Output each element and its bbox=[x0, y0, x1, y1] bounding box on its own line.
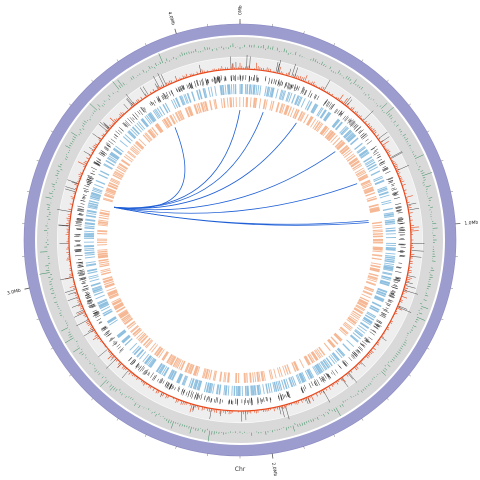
minor-tick bbox=[361, 59, 364, 62]
tick-marks bbox=[22, 19, 461, 459]
gc-content-track bbox=[57, 54, 425, 422]
minor-tick bbox=[440, 318, 444, 321]
link-1 bbox=[114, 109, 241, 209]
minor-tick bbox=[450, 287, 454, 289]
major-tick-label: 2.0Mb bbox=[270, 462, 278, 477]
minor-tick bbox=[91, 79, 94, 82]
link-3 bbox=[114, 122, 297, 209]
link-track bbox=[114, 109, 369, 226]
reverse-genes bbox=[96, 96, 384, 384]
forward-gene-track bbox=[83, 83, 397, 397]
minor-tick bbox=[36, 318, 40, 321]
major-tick-label: 3.0Mb bbox=[7, 288, 22, 297]
minor-tick bbox=[303, 31, 305, 34]
minor-tick bbox=[26, 191, 30, 193]
gc-skew-track bbox=[39, 43, 438, 442]
link-4 bbox=[114, 151, 336, 211]
minor-tick bbox=[303, 446, 305, 449]
minor-tick bbox=[50, 347, 54, 350]
gene-marks bbox=[74, 74, 406, 406]
link-5 bbox=[114, 183, 358, 214]
gc-skew-bars bbox=[39, 43, 438, 442]
gene-mark-track bbox=[74, 74, 406, 406]
link-2 bbox=[114, 111, 264, 209]
gc-content-outliers bbox=[57, 54, 425, 422]
minor-tick bbox=[333, 43, 335, 46]
major-tick-label: 0Mb bbox=[238, 5, 244, 15]
major-tick bbox=[271, 453, 274, 459]
minor-tick bbox=[386, 398, 389, 401]
minor-tick bbox=[145, 43, 147, 46]
major-tick-label: 4.0Mb bbox=[166, 11, 176, 26]
minor-tick bbox=[426, 130, 430, 133]
link-7 bbox=[114, 206, 369, 226]
minor-tick bbox=[440, 159, 444, 162]
minor-tick bbox=[69, 103, 72, 106]
minor-tick bbox=[408, 103, 411, 106]
minor-tick bbox=[36, 159, 40, 162]
major-tick-label: 1.0Mb bbox=[464, 220, 478, 227]
major-tick bbox=[174, 28, 177, 34]
forward-genes bbox=[83, 83, 397, 397]
gc-content-bars bbox=[65, 62, 420, 415]
minor-tick bbox=[91, 398, 94, 401]
minor-tick bbox=[386, 79, 389, 82]
minor-tick bbox=[116, 418, 119, 421]
minor-tick bbox=[361, 418, 364, 421]
minor-tick bbox=[408, 374, 411, 377]
inner-track-background bbox=[57, 57, 423, 423]
minor-tick bbox=[69, 374, 72, 377]
reverse-gene-track bbox=[96, 96, 384, 384]
tick-labels: 0Mb 1.0Mb 2.0Mb 3.0Mb 4.0Mb bbox=[7, 5, 479, 477]
minor-tick bbox=[426, 347, 430, 350]
minor-tick bbox=[116, 59, 119, 62]
minor-tick bbox=[333, 434, 335, 437]
chromosome-label: Chr bbox=[234, 466, 246, 473]
major-tick bbox=[24, 287, 30, 290]
minor-tick bbox=[145, 434, 147, 437]
minor-tick bbox=[50, 130, 54, 133]
minor-tick bbox=[175, 446, 177, 449]
minor-tick bbox=[450, 191, 454, 193]
gc-content-baseline bbox=[68, 68, 412, 412]
